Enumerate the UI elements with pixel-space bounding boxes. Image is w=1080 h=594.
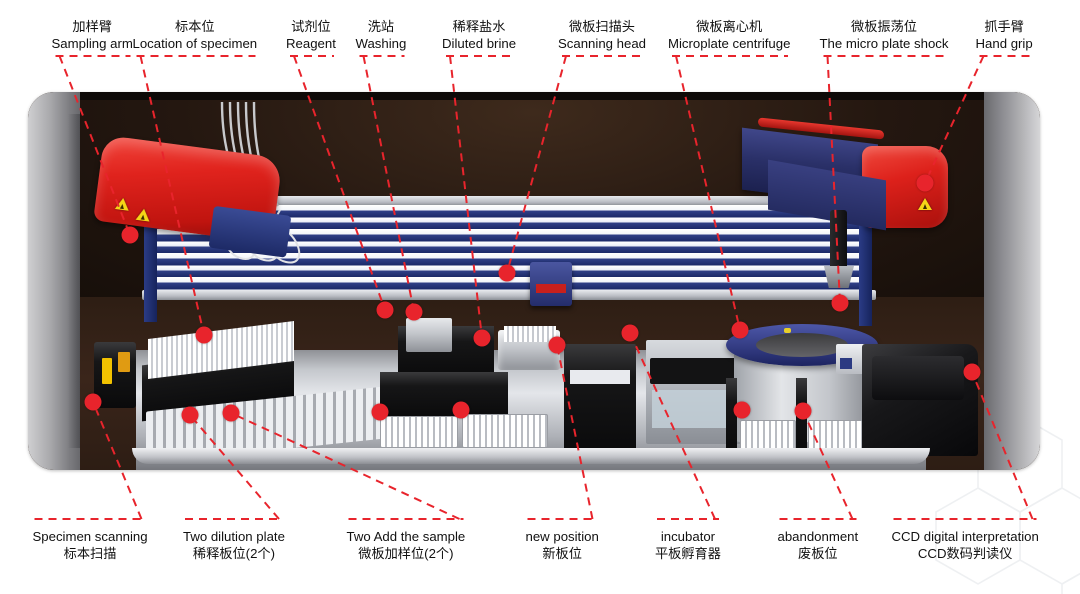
- callout-label-line2: Reagent: [286, 36, 336, 51]
- callout-dot-washing: [405, 303, 423, 321]
- callout-label-line2: The micro plate shock: [819, 36, 949, 51]
- callout-label-line2: Location of specimen: [132, 36, 258, 51]
- waste-plate-1: [740, 420, 796, 450]
- callout-label-line2: 稀释板位(2个): [192, 546, 275, 561]
- callout-label-line1: 洗站: [367, 19, 395, 34]
- callout-label-line2: CCD数码判读仪: [917, 546, 1013, 561]
- callout-label-line1: CCD digital interpretation: [891, 529, 1039, 544]
- callout-label-micro-plate-shock: 微板振荡位 The micro plate shock: [820, 18, 949, 52]
- callout-label-line2: Hand grip: [975, 36, 1033, 51]
- gantry-post-right: [859, 200, 872, 326]
- callout-label-microplate-centrifuge: 微板离心机 Microplate centrifuge: [668, 18, 790, 52]
- callout-label-line2: 微板加样位(2个): [358, 546, 454, 561]
- deck-front-lip: [132, 448, 930, 464]
- callout-dot-two-add-the-sample: [222, 404, 240, 422]
- callout-label-line1: 试剂位: [291, 19, 331, 34]
- washing-station: [380, 372, 508, 418]
- microplate-scanning-head: [530, 262, 572, 306]
- dilution-plate-1: [380, 416, 458, 448]
- callout-dot-hand-grip: [916, 174, 934, 192]
- callout-label-reagent: 试剂位 Reagent: [286, 18, 336, 52]
- callout-dot-reagent: [376, 301, 394, 319]
- callout-dot-incubator: [621, 324, 639, 342]
- callout-label-scanning-head: 微板扫描头 Scanning head: [558, 18, 646, 52]
- callout-label-line2: 平板孵育器: [655, 546, 721, 561]
- callout-label-line1: 加样臂: [72, 19, 112, 34]
- dilution-plate-2: [462, 414, 548, 448]
- callout-dot-specimen-scanning: [84, 393, 102, 411]
- callout-label-line2: Sampling arm: [51, 36, 133, 51]
- centrifuge-divider-left: [726, 378, 737, 454]
- callout-label-abandonment: abandonment 废板位: [778, 528, 859, 562]
- warning-triangle-icon: [114, 197, 131, 211]
- callout-dot-new-position: [548, 336, 566, 354]
- callout-label-line1: 微板振荡位: [851, 19, 917, 34]
- callout-dot-dilution-plate-right-dot: [452, 401, 470, 419]
- callout-label-line1: Two Add the sample: [346, 529, 466, 544]
- callout-label-line1: new position: [525, 529, 599, 544]
- callout-label-line1: 微板离心机: [696, 19, 763, 34]
- callout-dot-sampling-arm: [121, 226, 139, 244]
- callout-dot-ccd-digital-interpretation: [963, 363, 981, 381]
- callout-dot-dilution-plate-left-dot: [371, 403, 389, 421]
- callout-label-line2: Washing: [355, 36, 407, 51]
- warning-triangle-icon: [135, 207, 152, 222]
- specimen-barcode-scanner: [94, 342, 136, 408]
- callout-label-specimen-scanning: Specimen scanning 标本扫描: [33, 528, 148, 562]
- gripper-jaw: [830, 210, 847, 272]
- callout-label-line1: 稀释盐水: [452, 19, 506, 34]
- callout-label-line1: 抓手臂: [984, 19, 1024, 34]
- instrument-cabinet: [80, 92, 984, 470]
- callout-label-line1: incubator: [660, 529, 716, 544]
- callout-label-line1: Specimen scanning: [32, 529, 148, 544]
- warning-triangle-icon: [918, 198, 932, 210]
- callout-label-location-of-specimen: 标本位 Location of specimen: [133, 18, 258, 52]
- diluted-brine-lid: [504, 326, 556, 342]
- cabinet-top-edge: [80, 92, 984, 100]
- waste-plate-2: [808, 420, 868, 450]
- callout-label-line1: abandonment: [777, 529, 859, 544]
- chassis-right-panel: [976, 92, 1040, 470]
- callout-dot-micro-plate-shock: [831, 294, 849, 312]
- callout-label-diluted-brine: 稀释盐水 Diluted brine: [442, 18, 516, 52]
- callout-label-washing: 洗站 Washing: [356, 18, 407, 52]
- callout-label-new-position: new position 新板位: [526, 528, 599, 562]
- callout-dot-diluted-brine: [473, 329, 491, 347]
- callout-label-sampling-arm: 加样臂 Sampling arm: [52, 18, 133, 52]
- gantry-rail-bottom-cap: [142, 290, 876, 300]
- chassis-left-panel: [28, 92, 86, 470]
- callout-label-line2: 废板位: [798, 546, 838, 561]
- callout-dot-scanning-head: [498, 264, 516, 282]
- callout-dot-location-of-specimen: [195, 326, 213, 344]
- ccd-digital-reader: [862, 344, 978, 456]
- callout-label-line1: 微板扫描头: [569, 19, 635, 34]
- callout-label-line2: Diluted brine: [442, 36, 517, 51]
- callout-label-line2: 新板位: [542, 546, 582, 561]
- reagent-plate: [406, 318, 452, 352]
- sampling-arm-carriage: [208, 205, 292, 258]
- callout-label-line2: 标本扫描: [63, 546, 117, 561]
- sampling-arm: [90, 134, 292, 268]
- callout-dot-two-dilution-plate: [181, 406, 199, 424]
- callout-label-two-dilution-plate: Two dilution plate 稀释板位(2个): [183, 528, 285, 562]
- analyzer-photo: [28, 92, 1040, 470]
- callout-label-two-add-the-sample: Two Add the sample 微板加样位(2个): [347, 528, 466, 562]
- callout-label-line2: Scanning head: [558, 36, 646, 51]
- new-plate-position: [564, 344, 636, 456]
- callout-dot-abandonment: [794, 402, 812, 420]
- callout-label-line1: Two dilution plate: [183, 529, 285, 544]
- callout-label-hand-grip: 抓手臂 Hand grip: [976, 18, 1033, 52]
- callout-dot-microplate-centrifuge: [731, 321, 749, 339]
- new-plate-slot: [570, 370, 630, 384]
- callout-dot-waste-plate-left-dot: [733, 401, 751, 419]
- callout-label-incubator: incubator 平板孵育器: [655, 528, 721, 562]
- callout-label-line1: 标本位: [175, 19, 215, 34]
- callout-label-line2: Microplate centrifuge: [668, 36, 791, 51]
